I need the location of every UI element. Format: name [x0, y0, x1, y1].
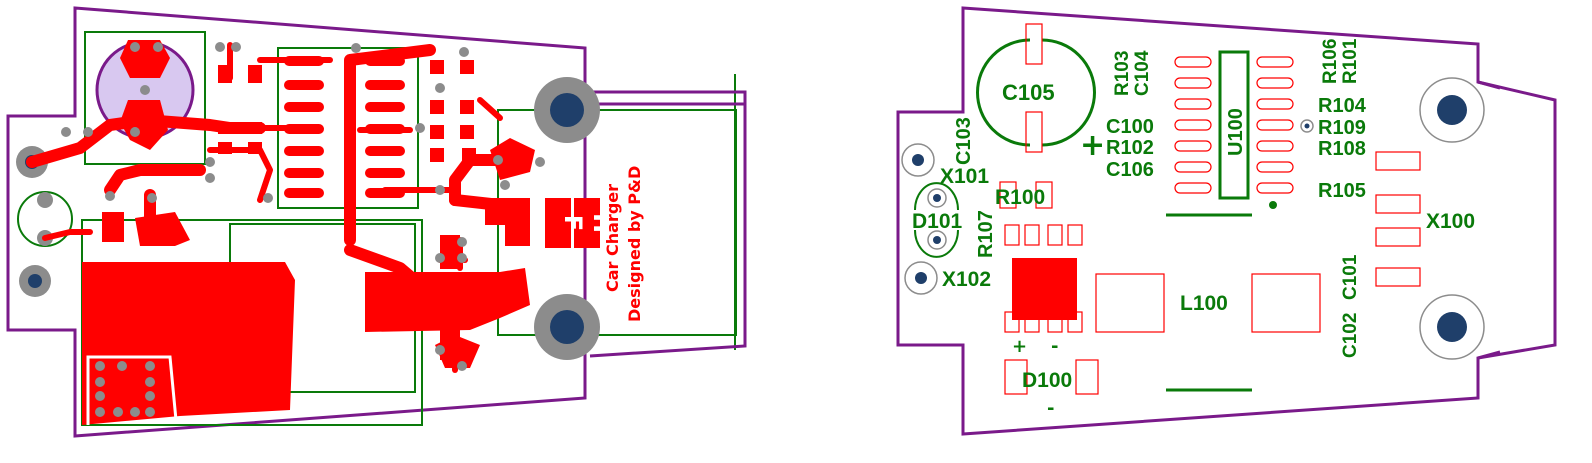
board-title: Car Charger: [603, 184, 622, 292]
left-pour-cutout: [86, 355, 178, 425]
label-plus-diode: +: [1012, 336, 1027, 357]
label-d100: D100: [1022, 369, 1072, 392]
right-mount-holes: [901, 77, 1485, 360]
right-mount-hole-top: [1419, 77, 1485, 143]
right-mount-hole-bottom: [1419, 294, 1485, 360]
label-c106: C106: [1106, 159, 1154, 181]
label-r106: R106: [1320, 39, 1341, 84]
label-r109: R109: [1318, 117, 1366, 139]
right-usb-outline: [1477, 80, 1501, 360]
label-x102: X102: [942, 268, 991, 291]
label-r103: R103: [1112, 51, 1133, 96]
logo-block-f: [545, 198, 571, 248]
left-mount-holes: [16, 77, 600, 360]
label-c103: C103: [953, 117, 975, 165]
logo-letter-h: H: [588, 213, 616, 233]
u100-pin1-dot: [1269, 201, 1277, 209]
label-c102: C102: [1340, 313, 1361, 358]
left-vias: [61, 42, 545, 417]
label-x101: X101: [940, 165, 989, 188]
label-x100: X100: [1426, 210, 1475, 233]
right-board: C105 C103 X101 D101 X102 R100 R107 R103 …: [896, 6, 1557, 436]
logo-block-h: [574, 198, 600, 248]
c105-outline: [976, 38, 1031, 147]
label-r100: R100: [995, 186, 1045, 209]
copper-pour-right: [365, 268, 530, 332]
copper-pour-main: [82, 262, 295, 425]
right-labels: C105 C103 X101 D101 X102 R100 R107 R103 …: [912, 38, 1475, 419]
label-minus-b: -: [1047, 398, 1054, 419]
label-plus-cap: +: [1080, 128, 1105, 163]
right-terminal-bottom: [904, 261, 938, 295]
left-copper: [26, 40, 600, 425]
label-c100: C100: [1106, 116, 1154, 138]
label-d101: D101: [912, 210, 963, 233]
label-r101: R101: [1340, 38, 1361, 84]
label-c105: C105: [1002, 80, 1055, 105]
left-usb-outline: [589, 90, 747, 358]
right-silkscreen: [914, 38, 1252, 392]
label-r108: R108: [1318, 138, 1366, 160]
left-board: F H Car Charger Designed by P&D: [6, 6, 747, 438]
label-r105: R105: [1318, 180, 1366, 202]
label-r104: R104: [1318, 95, 1367, 117]
label-l100: L100: [1180, 292, 1228, 315]
label-c104: C104: [1132, 50, 1153, 96]
label-r102: R102: [1106, 137, 1154, 159]
right-power-pad: [1012, 258, 1077, 320]
right-terminal-top: [901, 143, 935, 177]
logo-letter-f: F: [559, 215, 587, 231]
u100-body: [1218, 50, 1250, 200]
left-led-pad-1: [37, 192, 53, 208]
label-minus-a: -: [1051, 336, 1058, 357]
right-footprints: [999, 23, 1421, 395]
left-board-outline: [6, 6, 587, 438]
label-c101: C101: [1340, 254, 1361, 300]
board-designer: Designed by P&D: [625, 166, 644, 322]
label-u100: U100: [1225, 108, 1247, 156]
label-r107: R107: [975, 210, 997, 258]
